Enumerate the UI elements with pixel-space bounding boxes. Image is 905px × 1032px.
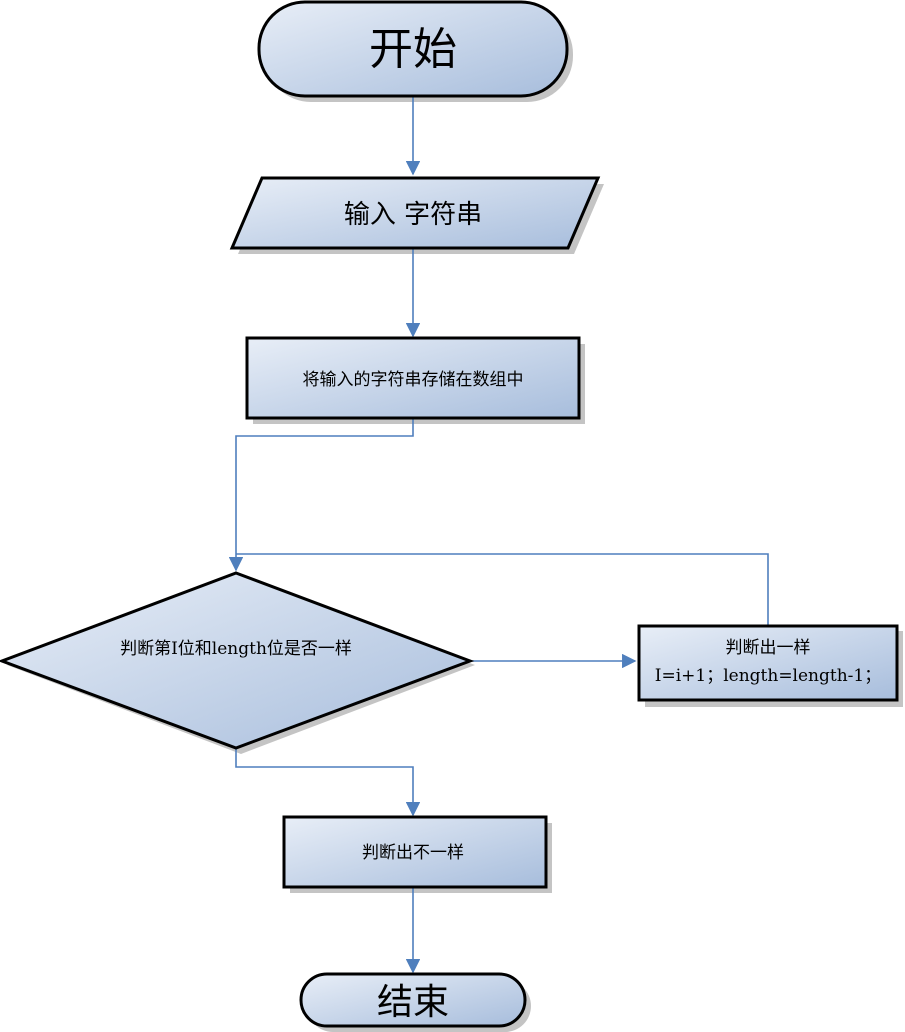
different-process-box: 判断出不一样	[282, 815, 548, 889]
same-label-line2: I=i+1；length=length-1；	[655, 666, 881, 686]
store-process-box: 将输入的字符串存储在数组中	[245, 336, 581, 420]
different-label: 判断出不一样	[362, 843, 464, 863]
edge-decision-to-different	[235, 748, 421, 817]
input-parallelogram: 输入 字符串	[229, 176, 601, 250]
end-label: 结束	[377, 982, 449, 1023]
start-label: 开始	[369, 24, 457, 75]
decision-label: 判断第I位和length位是否一样	[120, 639, 352, 659]
end-terminator: 结束	[299, 972, 527, 1028]
start-terminator: 开始	[257, 0, 569, 98]
input-label: 输入 字符串	[344, 200, 482, 230]
edge-same-loop-back	[236, 553, 769, 626]
edge-store-to-decision	[228, 419, 414, 572]
same-label-line1: 判断出一样	[726, 638, 811, 658]
same-process-box: 判断出一样 I=i+1；length=length-1；	[637, 624, 899, 702]
connectors	[228, 97, 769, 974]
store-label: 将输入的字符串存储在数组中	[303, 370, 524, 390]
decision-diamond: 判断第I位和length位是否一样	[0, 571, 475, 750]
